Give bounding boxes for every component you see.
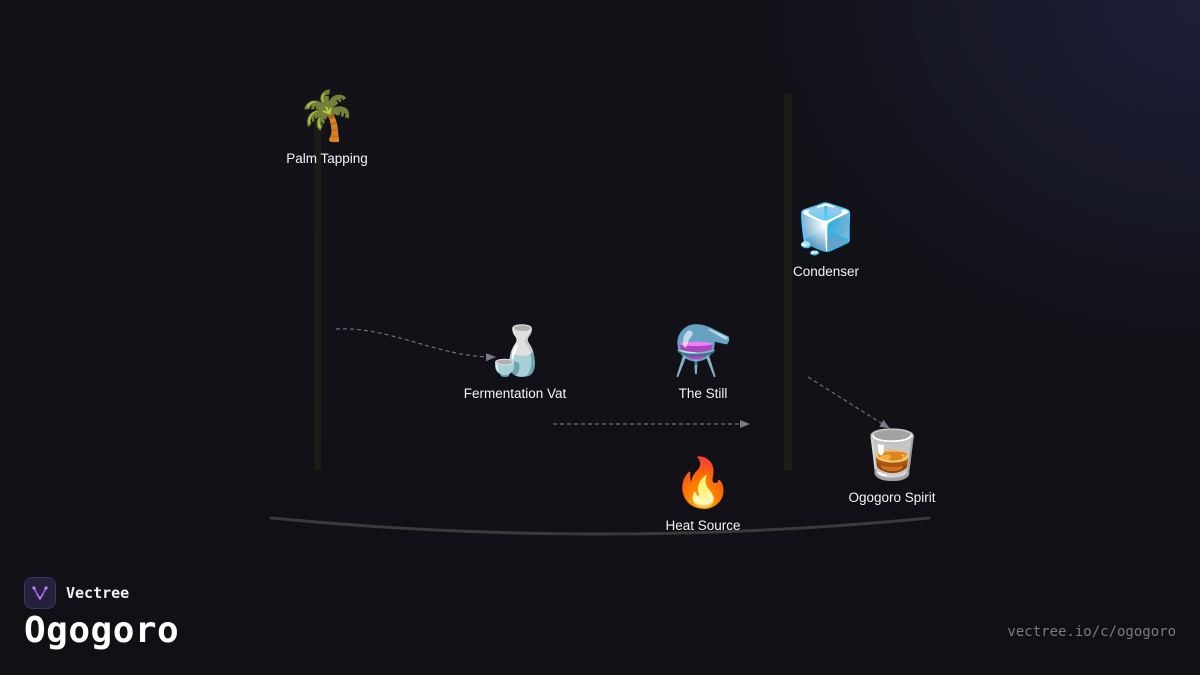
left-post bbox=[314, 120, 321, 470]
node-label: Condenser bbox=[792, 264, 860, 279]
node-heat-source[interactable]: 🔥 Heat Source bbox=[665, 456, 740, 533]
node-condenser[interactable]: 🧊 Condenser bbox=[793, 202, 859, 279]
node-fermentation-vat[interactable]: 🍶 Fermentation Vat bbox=[464, 324, 567, 401]
edge-condenser-to-spirit bbox=[807, 376, 890, 429]
alembic-icon: ⚗️ bbox=[673, 323, 733, 379]
brand[interactable]: Vectree bbox=[24, 577, 129, 609]
node-label: Ogogoro Spirit bbox=[848, 490, 936, 505]
page-url[interactable]: vectree.io/c/ogogoro bbox=[1007, 624, 1176, 640]
node-label: Fermentation Vat bbox=[463, 386, 567, 401]
fire-icon: 🔥 bbox=[673, 455, 733, 511]
node-palm-tapping[interactable]: 🌴 Palm Tapping bbox=[286, 89, 368, 166]
node-ogogoro-spirit[interactable]: 🥃 Ogogoro Spirit bbox=[848, 428, 935, 505]
sake-bottle-icon: 🍶 bbox=[485, 323, 545, 379]
page-title: Ogogoro bbox=[24, 610, 180, 651]
node-label: The Still bbox=[678, 386, 728, 401]
node-label: Palm Tapping bbox=[286, 151, 368, 166]
vectree-logo-icon bbox=[24, 577, 56, 609]
palm-tree-icon: 🌴 bbox=[297, 88, 357, 144]
tumbler-glass-icon: 🥃 bbox=[862, 427, 922, 483]
node-label: Heat Source bbox=[665, 518, 741, 533]
base-curve bbox=[269, 516, 931, 536]
brand-name: Vectree bbox=[66, 584, 130, 602]
edge-palm-to-vat bbox=[335, 328, 496, 362]
ice-cube-icon: 🧊 bbox=[796, 201, 856, 257]
node-the-still[interactable]: ⚗️ The Still bbox=[673, 324, 733, 401]
right-post bbox=[784, 94, 792, 470]
